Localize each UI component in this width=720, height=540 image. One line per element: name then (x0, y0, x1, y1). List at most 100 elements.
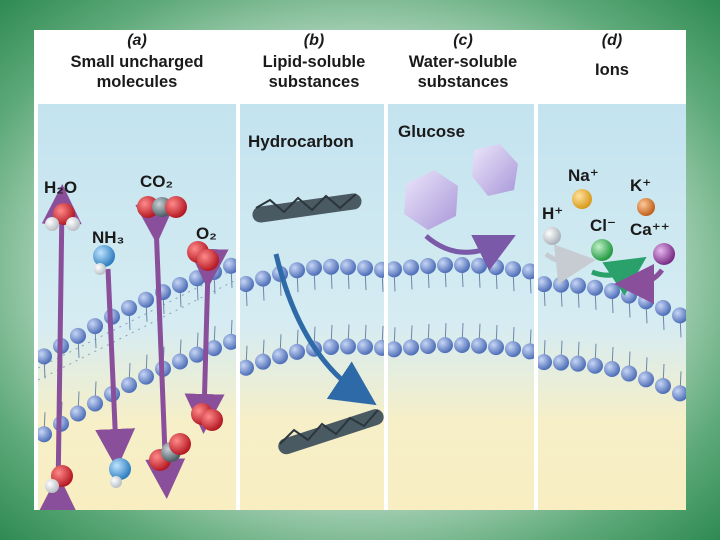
lipid-head (172, 353, 188, 370)
panel-c-diagram (388, 144, 534, 360)
hydrogen-ion (543, 227, 561, 245)
lipid-head (388, 261, 402, 278)
lipid-head (272, 348, 288, 365)
hydrocarbon-molecule-bottom (278, 409, 384, 455)
blocked-arrow-c (424, 234, 516, 271)
lipid-head (488, 259, 504, 276)
blocked-arrow-ca (614, 263, 665, 304)
lipid-head (138, 368, 154, 385)
lipid-head (638, 293, 654, 310)
lipid-head (505, 261, 521, 278)
panel-a-title: Small uncharged molecules (70, 53, 204, 91)
lipid-head (38, 426, 52, 443)
lipid-head (240, 359, 254, 376)
lipid-head (289, 262, 305, 279)
lipid-head (121, 299, 137, 316)
lipid-head (388, 341, 402, 358)
lipid-head (323, 338, 339, 355)
lipid-head (522, 343, 534, 360)
lipid-head (340, 338, 356, 355)
lipid-head (70, 405, 86, 422)
co2-molecule (137, 196, 191, 471)
panel-b-header: (b) Lipid-soluble substances (240, 30, 388, 104)
panel-c-title: Water-soluble substances (408, 53, 518, 91)
lipid-head (223, 333, 236, 350)
lipid-head (471, 337, 487, 354)
lipid-head (454, 257, 470, 274)
potassium-ion (637, 198, 655, 216)
membrane-d (538, 276, 686, 402)
lipid-head (538, 276, 552, 293)
lipid-head (672, 385, 686, 402)
lipid-head (87, 395, 103, 412)
lipid-head (420, 337, 436, 354)
ca-label: Ca⁺⁺ (630, 220, 670, 239)
lipid-head (403, 259, 419, 276)
o2-label: O₂ (196, 224, 217, 243)
lipid-head (374, 261, 384, 278)
panel-b-title: Lipid-soluble substances (262, 53, 366, 91)
chloride-ion (591, 239, 613, 261)
panel-d-body: Na⁺ K⁺ H⁺ Cl⁻ Ca⁺⁺ (538, 104, 686, 510)
lipid-head (357, 338, 373, 355)
sodium-ion (572, 189, 592, 209)
panel-d-title: Ions (595, 61, 629, 79)
co2-label: CO₂ (140, 172, 174, 191)
panel-d-header: (d) Ions (538, 30, 686, 104)
na-label: Na⁺ (568, 166, 599, 185)
membrane-c (388, 257, 534, 360)
lipid-head (570, 277, 586, 294)
lipid-head (522, 263, 534, 280)
lipid-head (604, 361, 620, 377)
cl-label: Cl⁻ (590, 216, 616, 235)
hydrocarbon-label: Hydrocarbon (248, 132, 354, 151)
lipid-head (403, 339, 419, 356)
water-molecule (45, 203, 80, 493)
lipid-head (223, 257, 236, 274)
lipid-head (138, 291, 154, 308)
blocked-arrow-h (544, 244, 596, 285)
lipid-head (289, 343, 305, 360)
lipid-head (70, 327, 86, 344)
panel-b-letter: (b) (303, 32, 325, 49)
panel-b-body: Hydrocarbon (240, 104, 384, 510)
blocked-arrow-cl (591, 256, 647, 296)
lipid-head (454, 337, 470, 354)
panel-a-diagram (38, 184, 236, 510)
lipid-head (323, 258, 339, 275)
lipid-head (121, 377, 137, 394)
lipid-head (240, 276, 254, 293)
lipid-head (655, 300, 671, 317)
lipid-head (87, 318, 103, 335)
lipid-head (587, 279, 603, 296)
lipid-head (553, 354, 569, 371)
hydrocarbon-molecule-top (252, 193, 362, 223)
panel-c-body: Glucose (388, 104, 534, 510)
panel-c-header: (c) Water-soluble substances (388, 30, 538, 104)
calcium-ion (653, 243, 675, 265)
lipid-head (437, 337, 453, 354)
lipid-head (553, 276, 569, 293)
nh3-label: NH₃ (92, 228, 125, 247)
lipid-head (255, 270, 271, 287)
lipid-head (374, 339, 384, 356)
figure-frame: (a) Small uncharged molecules (b) Lipid-… (34, 30, 686, 510)
glucose-molecule-1 (404, 170, 458, 230)
lipid-head (587, 357, 603, 374)
lipid-head (505, 341, 521, 358)
lipid-head (621, 365, 637, 382)
membrane-b (240, 258, 384, 376)
lipid-head (538, 354, 552, 371)
panel-d-diagram (538, 189, 686, 402)
k-label: K⁺ (630, 176, 652, 195)
lipid-head (357, 260, 373, 277)
lipid-head (172, 276, 188, 293)
panel-a-letter: (a) (127, 32, 147, 49)
lipid-head (570, 355, 586, 372)
lipid-head (437, 257, 453, 274)
transport-arrows-a (38, 184, 229, 510)
panel-c-letter: (c) (453, 32, 473, 49)
lipid-head (38, 348, 52, 365)
lipid-head (420, 257, 436, 274)
oxygen-molecule (187, 241, 223, 431)
